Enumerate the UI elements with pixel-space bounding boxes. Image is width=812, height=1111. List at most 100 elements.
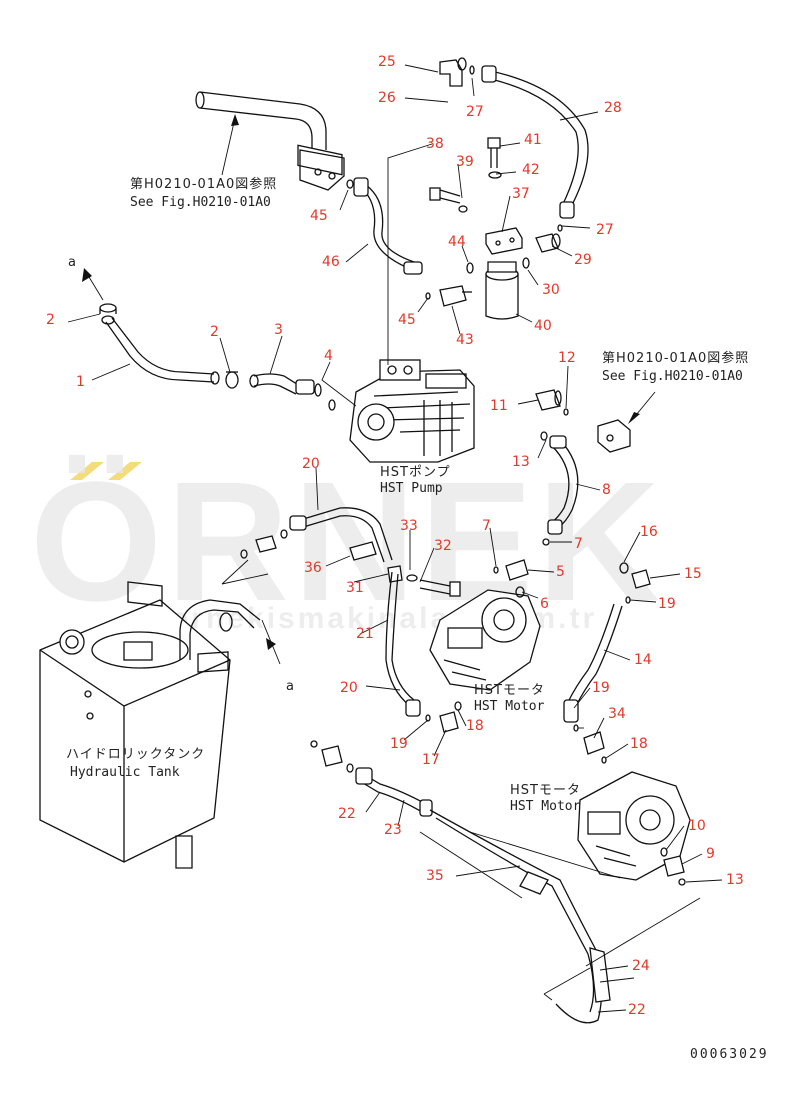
callout-44: 44 [448, 234, 466, 250]
hose-46 [353, 177, 423, 275]
ref-top-left-en: See Fig.H0210-01A0 [130, 195, 271, 210]
callout-2-b: 2 [210, 324, 219, 340]
fitting-29 [535, 233, 561, 253]
callout-12: 12 [558, 350, 576, 366]
o-ring-30 [522, 257, 530, 269]
bolt-38 [429, 187, 461, 204]
ref-right-jp: 第H0210-01A0図参照 [602, 350, 749, 366]
callout-27-b: 27 [596, 222, 614, 238]
callout-23: 23 [384, 822, 402, 838]
callout-21: 21 [356, 626, 374, 642]
o-ring-45a [346, 179, 354, 189]
o-ring-18b [601, 756, 607, 764]
callout-38: 38 [426, 136, 444, 152]
callout-9: 9 [706, 846, 715, 862]
washer-42 [488, 171, 502, 179]
o-ring-7b [542, 538, 550, 546]
o-ring-27a [469, 65, 475, 75]
callout-7: 7 [482, 518, 491, 534]
hst-motor-1 [429, 589, 541, 691]
callout-10: 10 [688, 818, 706, 834]
section-mark-a-bottom: a [286, 679, 295, 694]
callout-18-b: 18 [630, 736, 648, 752]
o-ring-44 [466, 262, 474, 274]
o-ring-16 [619, 562, 629, 574]
o-ring-13a [540, 431, 548, 441]
motor-1-label-jp: HSTモータ [474, 683, 545, 698]
pin-36 [349, 541, 377, 561]
callout-29: 29 [574, 252, 592, 268]
hose-20-upper [289, 507, 393, 563]
callout-leaders [67, 64, 723, 1013]
callout-24: 24 [632, 958, 650, 974]
callout-numbers: 25 26 27 28 38 41 39 42 37 27 45 44 29 4… [46, 54, 744, 1018]
filter-40 [485, 261, 519, 320]
washer-33 [406, 574, 418, 582]
tube-1 [101, 315, 220, 385]
callout-4: 4 [324, 348, 333, 364]
motor-2-label-jp: HSTモータ [510, 783, 581, 798]
callout-35: 35 [426, 868, 444, 884]
callout-11: 11 [490, 398, 508, 414]
callout-26: 26 [378, 90, 396, 106]
o-ring-19c [573, 724, 579, 732]
callout-46: 46 [322, 254, 340, 270]
callout-19-b: 19 [592, 680, 610, 696]
o-ring-4 [328, 399, 336, 411]
o-ring-13b [678, 878, 686, 886]
o-ring-45b [425, 292, 431, 300]
callout-3: 3 [274, 322, 283, 338]
tank-label-en: Hydraulic Tank [70, 765, 180, 780]
callout-13: 13 [512, 454, 530, 470]
callout-28: 28 [604, 100, 622, 116]
callout-19-c: 19 [390, 736, 408, 752]
callout-43: 43 [456, 332, 474, 348]
ref-top-left-jp: 第H0210-01A0図参照 [130, 176, 277, 192]
elbow-fitting-25 [439, 57, 467, 87]
callout-45-b: 45 [398, 312, 416, 328]
callout-15: 15 [684, 566, 702, 582]
bolt-32 [419, 579, 461, 597]
leader-top-ref [221, 117, 236, 176]
motor-2-label-en: HST Motor [510, 799, 581, 814]
callout-22: 22 [338, 806, 356, 822]
hose-22-23 [355, 767, 433, 817]
callout-40: 40 [534, 318, 552, 334]
callout-6: 6 [540, 596, 549, 612]
o-ring-10 [660, 847, 668, 857]
clamp-2b [225, 371, 239, 389]
callout-14: 14 [634, 652, 652, 668]
callout-13-b: 13 [726, 872, 744, 888]
callout-45: 45 [310, 208, 328, 224]
callout-18: 18 [466, 718, 484, 734]
callout-32: 32 [434, 538, 452, 554]
hose-8 [547, 435, 579, 535]
tank-label-jp: ハイドロリックタンク [66, 747, 205, 762]
block-right-ref [597, 419, 631, 453]
callout-16: 16 [640, 524, 658, 540]
callout-20: 20 [302, 456, 320, 472]
o-ring-19a [425, 714, 431, 722]
o-ring-18a [454, 701, 462, 711]
fitting-43 [439, 285, 472, 307]
callout-19: 19 [658, 596, 676, 612]
fittings-tank-line [310, 740, 354, 773]
callout-39: 39 [456, 154, 474, 170]
hose-35-24 [429, 809, 611, 1024]
o-ring-7a [493, 566, 499, 574]
section-mark-a-top: a [68, 255, 77, 270]
callout-8: 8 [602, 482, 611, 498]
callout-34: 34 [608, 706, 626, 722]
callout-25: 25 [378, 54, 396, 70]
callout-42: 42 [522, 162, 540, 178]
fitting-9 [663, 855, 685, 877]
callout-37: 37 [512, 186, 530, 202]
o-ring-12 [563, 408, 569, 416]
clip-31 [387, 565, 403, 583]
motor-1-label-en: HST Motor [474, 699, 545, 714]
clamp-2a [99, 303, 117, 314]
hydraulic-tank [39, 581, 231, 869]
ref-right-en: See Fig.H0210-01A0 [602, 369, 743, 384]
callout-30: 30 [542, 282, 560, 298]
